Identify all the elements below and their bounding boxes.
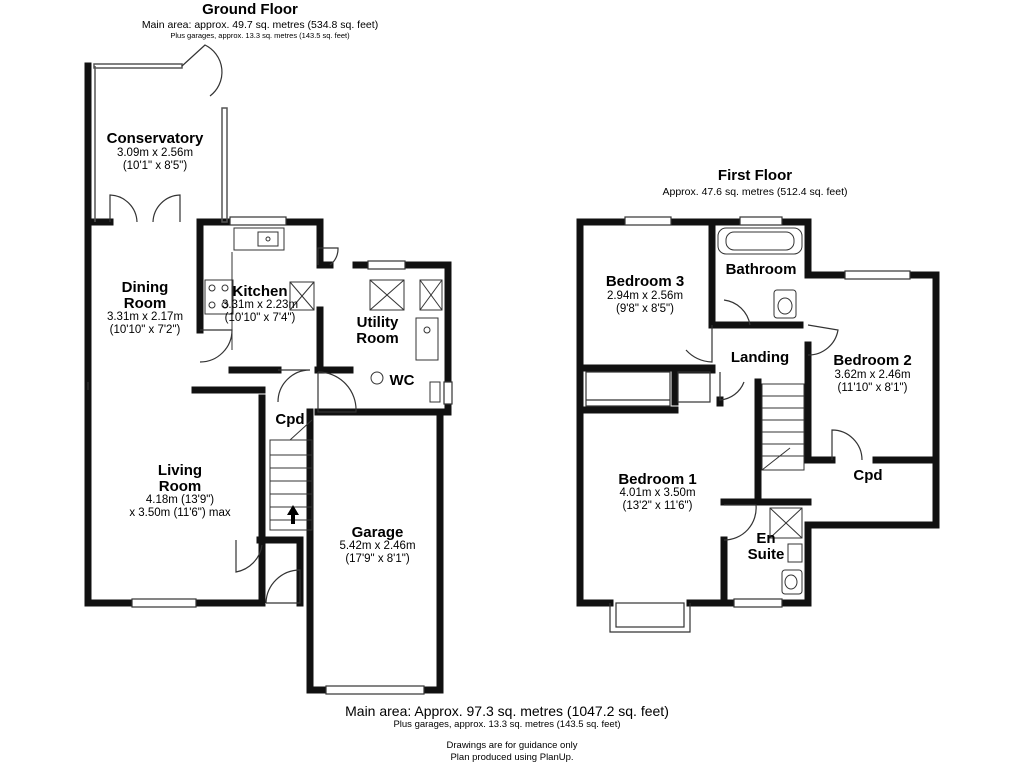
en-suite-label-2: Suite <box>747 546 785 563</box>
first-stairs <box>761 383 805 471</box>
bedroom-2-dim-metric: 3.62m x 2.46m <box>834 369 911 381</box>
bedroom-3-dim-imperial: (9'8" x 8'5") <box>616 303 674 315</box>
bathroom-label: Bathroom <box>725 261 797 278</box>
first-windows <box>609 216 911 633</box>
living-room-label-1: Living <box>157 462 203 479</box>
wc-label: WC <box>389 372 415 389</box>
kitchen-dim-metric: 3.31m x 2.23m <box>221 299 299 311</box>
living-room-label-2: Room <box>158 478 202 495</box>
en-suite-label-1: En <box>756 530 776 547</box>
conservatory-dim-imperial: (10'1" x 8'5") <box>122 160 188 172</box>
ground-floor-main-area: Main area: approx. 49.7 sq. metres (534.… <box>141 19 379 31</box>
dining-room-dim-imperial: (10'10" x 7'2") <box>109 324 181 336</box>
bedroom-3-dim-metric: 2.94m x 2.56m <box>606 290 684 302</box>
first-floor-walls <box>576 218 940 607</box>
ensuite-fixtures <box>769 507 803 595</box>
first-floor-title: First Floor <box>717 167 793 184</box>
bedroom-1-label: Bedroom 1 <box>618 471 697 488</box>
cpd-ground-label: Cpd <box>275 411 305 428</box>
conservatory-dim-metric: 3.09m x 2.56m <box>116 147 194 159</box>
bathroom-fixtures <box>717 227 803 319</box>
utility-fixtures <box>369 279 443 403</box>
bedroom-1-dim-metric: 4.01m x 3.50m <box>619 487 696 499</box>
footer-disclaimer-2: Plan produced using PlanUp. <box>450 752 574 763</box>
utility-room-label-1: Utility <box>356 314 399 331</box>
dining-room-dim-metric: 3.31m x 2.17m <box>106 311 184 323</box>
living-room-dim-metric: 4.18m (13'9") <box>145 494 215 506</box>
footer-disclaimer-1: Drawings are for guidance only <box>446 740 578 751</box>
first-doors <box>685 299 863 541</box>
first-floor-partitions <box>585 371 711 407</box>
footer-main-area: Main area: Approx. 97.3 sq. metres (1047… <box>345 703 669 719</box>
stairs-up-arrow-icon <box>287 505 299 524</box>
kitchen-label: Kitchen <box>232 283 288 300</box>
garage-dim-imperial: (17'9" x 8'1") <box>345 553 410 565</box>
ground-stairs <box>269 419 313 531</box>
cpd-first-label: Cpd <box>853 467 883 484</box>
dining-room-label-1: Dining <box>121 279 169 296</box>
bedroom-2-label: Bedroom 2 <box>833 352 912 369</box>
utility-room-label-2: Room <box>356 330 399 347</box>
conservatory-label: Conservatory <box>106 130 204 147</box>
kitchen-fixtures <box>204 227 315 350</box>
ground-windows <box>131 216 453 695</box>
ground-floor-garages: Plus garages, approx. 13.3 sq. metres (1… <box>170 31 350 40</box>
bedroom-3-label: Bedroom 3 <box>605 273 685 290</box>
living-room-dim-imperial: x 3.50m (11'6") max <box>129 507 231 519</box>
ground-floor-title: Ground Floor <box>202 1 298 18</box>
garage-dim-metric: 5.42m x 2.46m <box>339 540 416 552</box>
bedroom-1-dim-imperial: (13'2" x 11'6") <box>622 500 693 512</box>
bedroom-2-dim-imperial: (11'10" x 8'1") <box>837 382 908 394</box>
landing-label: Landing <box>730 349 790 366</box>
ground-floor-walls <box>84 62 452 694</box>
dining-room-label-2: Room <box>123 295 167 312</box>
garage-label: Garage <box>351 524 404 541</box>
kitchen-dim-imperial: (10'10" x 7'4") <box>224 312 296 324</box>
footer-garages: Plus garages, approx. 13.3 sq. metres (1… <box>393 719 621 730</box>
first-floor-area: Approx. 47.6 sq. metres (512.4 sq. feet) <box>662 186 848 198</box>
